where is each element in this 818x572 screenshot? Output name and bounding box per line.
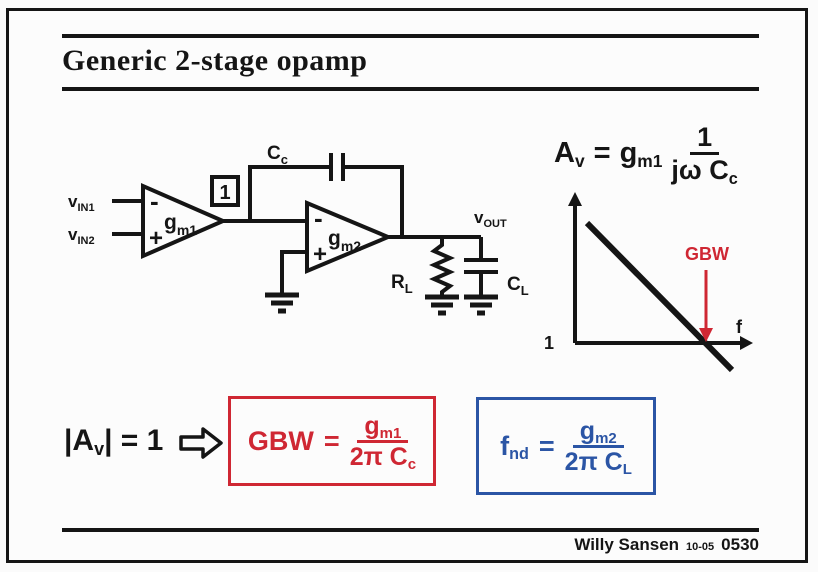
ground-symbol	[464, 297, 498, 313]
gain-equals: =	[593, 137, 611, 170]
node-1-label: 1	[219, 182, 230, 204]
footer-rule	[62, 528, 759, 532]
cc-label: Cc	[267, 143, 288, 167]
gbw-annotation: GBW	[685, 244, 729, 342]
vin2-label: vIN2	[68, 225, 95, 247]
opamp2-plus-sign: +	[313, 241, 327, 268]
footer-date: 10-05	[686, 541, 715, 553]
fnd-equals: =	[538, 430, 555, 461]
fnd-lhs: fnd	[500, 430, 529, 464]
gbw-numerator: gm1	[357, 412, 409, 443]
gbw-fraction: gm1 2π Cc	[349, 412, 417, 473]
gain-rolloff-line	[584, 220, 735, 373]
origin-label: 1	[544, 333, 554, 353]
opamp2-minus-sign: -	[314, 203, 323, 233]
cc-wire-right	[345, 165, 404, 237]
ground-symbol	[425, 297, 459, 313]
fnd-fraction: gm2 2π CL	[564, 417, 632, 478]
plot-y-axis-arrowhead	[568, 192, 582, 206]
rl-resistor	[429, 237, 455, 295]
gain-numerator: 1	[690, 122, 720, 156]
opamp1-minus-sign: -	[150, 186, 159, 216]
gm2-label: gm2	[328, 227, 361, 254]
gbw-denominator: 2π Cc	[349, 442, 417, 473]
unity-gain-condition: |Av| = 1	[64, 424, 164, 460]
page-title: Generic 2-stage opamp	[62, 44, 368, 77]
opamp1: - + gm1	[141, 182, 228, 260]
title-rule-bottom	[62, 87, 759, 91]
fnd-numerator: gm2	[572, 417, 624, 448]
opamp1-plus-sign: +	[149, 225, 163, 252]
gbw-equals: =	[323, 425, 340, 456]
opamp-schematic: vIN1 vIN2 - + gm1 1 Cc -	[68, 143, 529, 325]
vout-label: vOUT	[474, 208, 507, 230]
opamp1-triangle	[141, 182, 228, 260]
footer: Willy Sansen 10-05 0530	[574, 535, 759, 555]
bode-plot: f 1 GBW	[544, 192, 753, 373]
freq-axis-label: f	[736, 317, 743, 337]
footer-slide-number: 0530	[721, 535, 759, 554]
node-1-box	[210, 175, 240, 207]
gbw-lhs: GBW	[247, 425, 314, 456]
cl-label: CL	[507, 274, 529, 298]
opamp2-plus-ground-wire	[280, 250, 307, 293]
gbw-label: GBW	[685, 244, 729, 264]
title-rule-top	[62, 34, 759, 38]
opamp2-triangle	[305, 199, 394, 275]
vin1-label: vIN1	[68, 192, 95, 214]
gbw-arrow-head	[699, 328, 713, 342]
gain-formula: Av = gm1 1 jω Cc	[554, 122, 738, 188]
gm1-label: gm1	[164, 211, 197, 238]
fnd-formula-box: fnd = gm2 2π CL	[476, 397, 656, 495]
plot-x-axis-arrowhead	[740, 336, 753, 350]
compensation-cap-branch: Cc	[248, 143, 404, 237]
gain-lhs: Av	[554, 137, 585, 172]
fnd-denominator: 2π CL	[564, 447, 632, 478]
output-network: vOUT RL CL	[388, 208, 529, 313]
ground-symbol	[265, 295, 299, 311]
cc-wire-left	[248, 165, 329, 221]
gbw-formula-box: GBW = gm1 2π Cc	[228, 396, 436, 486]
gain-denominator: jω Cc	[671, 155, 738, 188]
footer-author: Willy Sansen	[574, 535, 680, 554]
rl-label: RL	[391, 272, 413, 296]
implies-arrow-icon	[179, 427, 223, 459]
node-1: 1	[210, 175, 240, 207]
gain-coeff: gm1	[619, 137, 663, 172]
gain-fraction: 1 jω Cc	[671, 122, 738, 188]
opamp2: - + gm2	[265, 199, 394, 311]
